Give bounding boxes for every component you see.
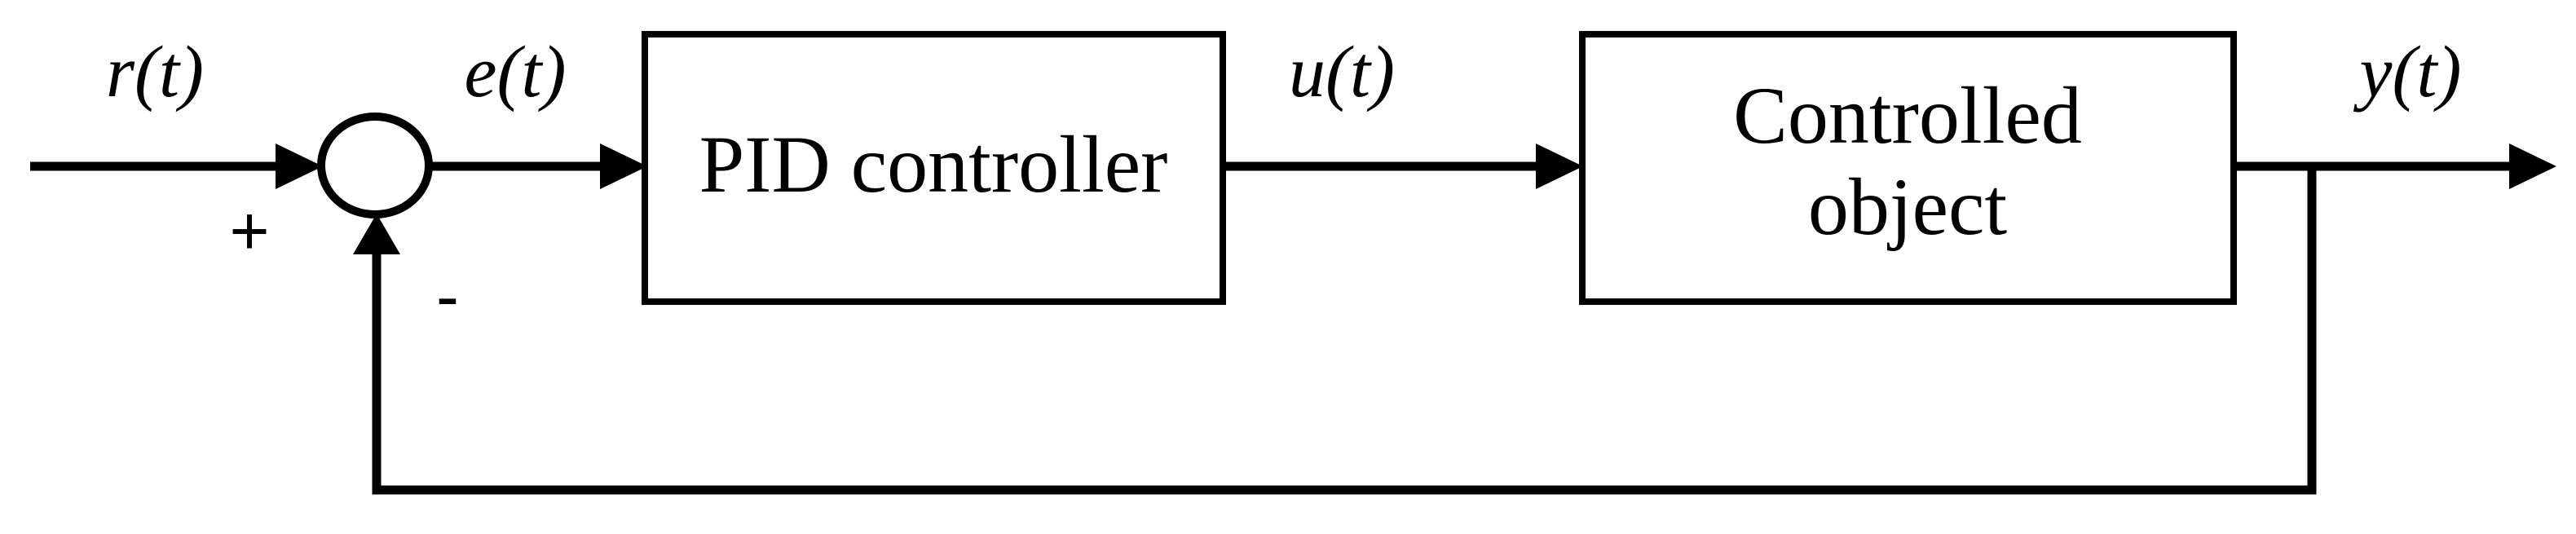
signal-label-error: e(t) — [465, 32, 567, 113]
output-arrowhead-icon — [2509, 143, 2556, 189]
controlled-object-label-line2: object — [1808, 161, 2008, 252]
feedback-arrowhead-icon — [353, 214, 400, 254]
controlled-object-box — [1579, 31, 2237, 305]
signal-label-output: y(t) — [2353, 32, 2462, 113]
controlled-object-label-line1: Controlled — [1733, 70, 2082, 161]
feedback-wire — [372, 166, 2317, 495]
summing-junction-circle — [317, 113, 433, 218]
signal-label-reference: r(t) — [106, 32, 204, 113]
error-arrowhead-icon — [600, 143, 647, 189]
signal-label-control: u(t) — [1289, 32, 1395, 113]
plus-sign: + — [229, 192, 269, 269]
minus-sign: - — [436, 258, 459, 334]
pid-controller-label: PID controller — [699, 119, 1168, 210]
control-arrowhead-icon — [1536, 143, 1583, 189]
reference-arrowhead-icon — [276, 143, 323, 189]
pid-controller-box — [642, 31, 1226, 305]
